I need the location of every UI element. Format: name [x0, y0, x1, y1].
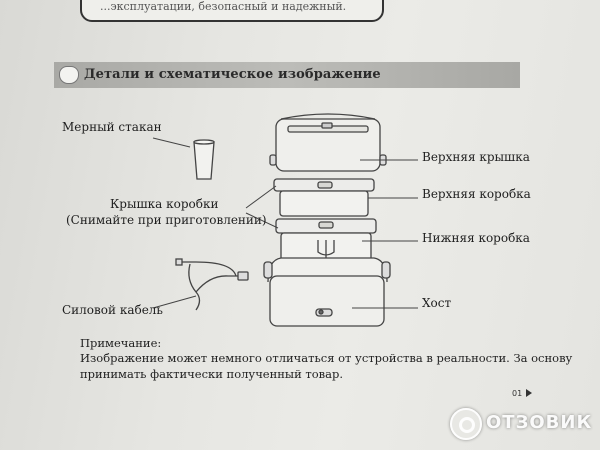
power-cable-drawing [175, 258, 249, 311]
label-box-lid: Крышка коробки [110, 197, 219, 211]
top-box-drawing [273, 178, 375, 217]
section-header: Детали и схематическое изображение [54, 62, 520, 88]
section-title: Детали и схематическое изображение [84, 67, 381, 82]
watermark: ОТЗОВИК [450, 408, 595, 440]
note-heading: Примечание: [80, 336, 162, 350]
label-top-box: Верхняя коробка [422, 187, 531, 201]
label-measuring-cup: Мерный стакан [62, 120, 162, 134]
label-host: Хост [422, 296, 452, 310]
note-line-2: принимать фактически полученный товар. [80, 367, 344, 381]
label-power-cable: Силовой кабель [62, 303, 163, 317]
owl-icon [59, 66, 79, 84]
page-number: 01 [512, 389, 523, 398]
note-line-1: Изображение может немного отличаться от … [80, 351, 573, 365]
watermark-logo-icon [450, 408, 482, 440]
label-bottom-box: Нижняя коробка [422, 231, 530, 245]
measuring-cup-drawing [193, 141, 215, 180]
label-box-lid-note: (Снимайте при приготовлении) [66, 213, 267, 227]
watermark-text: ОТЗОВИК [486, 412, 593, 433]
host-drawing [263, 257, 391, 327]
label-top-lid: Верхняя крышка [422, 150, 530, 164]
page-arrow-icon [526, 389, 532, 397]
top-lid-drawing [269, 113, 387, 172]
bottom-box-drawing [275, 218, 377, 262]
top-callout-text: ...эксплуатации, безопасный и надежный. [100, 0, 347, 13]
top-callout-box: ...эксплуатации, безопасный и надежный. [80, 0, 384, 22]
